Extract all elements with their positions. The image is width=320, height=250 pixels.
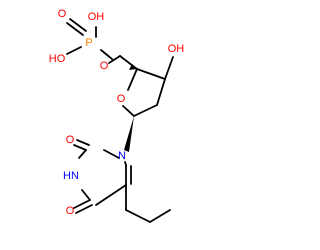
atom-label-phosphate-oh-top: OH (88, 11, 105, 23)
bond-c1prime-ring-o (122, 105, 135, 117)
bond-propyl-3 (149, 209, 171, 223)
atom-label-sugar-3-oh: OH (168, 43, 185, 55)
atom-label-phosphate-ester-o: O (100, 60, 109, 72)
atom-label-phosphate-double-o: O (58, 8, 67, 20)
bond-c2prime-c1prime (133, 104, 158, 117)
atom-label-n1: N (118, 150, 126, 162)
atom-label-ring-o: O (117, 93, 126, 105)
bond-c2-n3 (78, 149, 87, 159)
atom-label-phosphate-p: P (85, 37, 92, 49)
bond-c4prime-c3prime (136, 68, 166, 80)
bond-p-ester-o (100, 49, 113, 60)
wedge-bond-c1prime-n1 (124, 116, 134, 152)
bond-c2-o-b (76, 139, 90, 146)
bond-p-double-o-b (69, 18, 87, 32)
bond-p-double-o-a (66, 22, 84, 36)
bond-c4-o-b (75, 204, 93, 214)
bond-p-oh-left (66, 46, 82, 55)
bond-c2-o-a (73, 144, 87, 151)
atom-label-c2-o: O (66, 134, 75, 146)
bond-c3prime-oh (164, 56, 174, 80)
bond-c3prime-c2prime (156, 78, 166, 106)
bond-c4-o-a (73, 199, 91, 209)
molecule-structure: OH O P HO O OH O N O HN O (49, 8, 185, 223)
bond-propyl-2 (125, 209, 151, 223)
wedge-bond-c4prime (129, 64, 137, 70)
bond-n3-c4 (81, 189, 91, 201)
bond-c6-n1 (124, 161, 127, 166)
atom-label-phosphate-oh-left: HO (49, 53, 66, 65)
atom-label-n3-h: HN (63, 170, 79, 182)
bond-ester-o-ch2 (108, 55, 121, 64)
atom-label-c4-o: O (66, 205, 75, 217)
bond-n1-c2 (103, 149, 120, 159)
bond-c4-c5 (95, 184, 127, 206)
bond-ring-o-c4prime (127, 68, 138, 91)
